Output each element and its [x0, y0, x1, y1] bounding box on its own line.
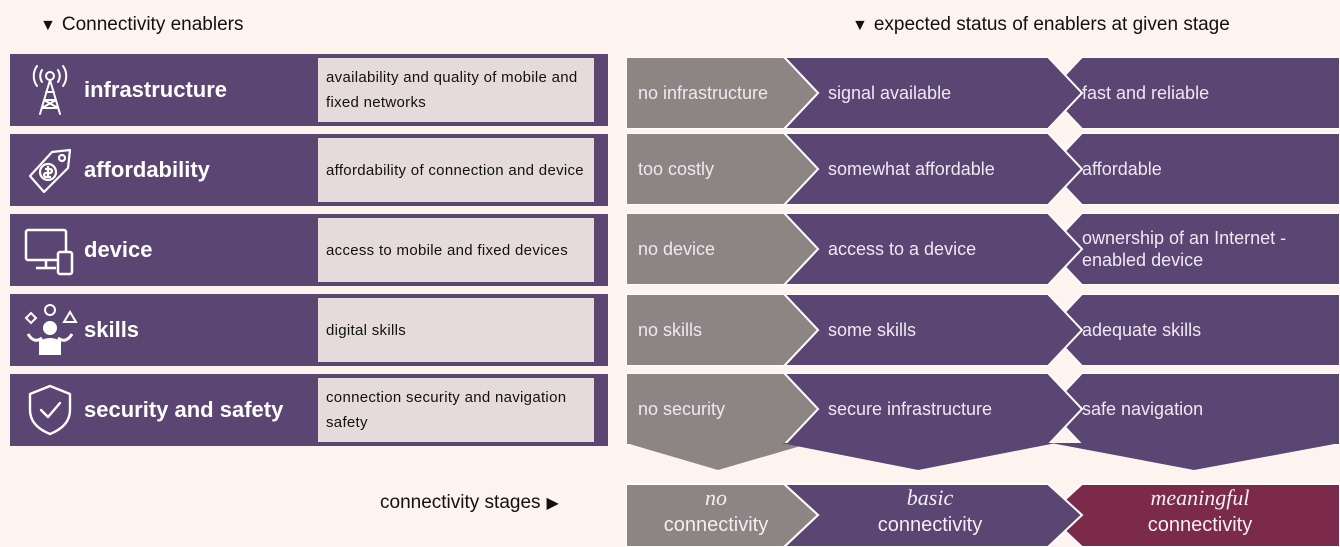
- enablers-header: ▼ Connectivity enablers: [40, 14, 244, 36]
- enabler-row-security: security and safety connection security …: [10, 374, 608, 446]
- chevron-stage-1: [626, 483, 820, 547]
- stages-label: connectivity stages▶: [380, 492, 559, 513]
- antenna-tower-icon: [22, 62, 78, 118]
- status-row-affordability: too costly somewhat affordable affordabl…: [626, 133, 1340, 205]
- person-juggling-icon: [22, 302, 78, 358]
- status-stage-1: no security: [638, 399, 726, 419]
- monitor-phone-icon: [22, 222, 78, 278]
- enabler-name: skills: [84, 317, 140, 342]
- enabler-description: access to mobile and fixed devices: [318, 218, 594, 282]
- funnel-stage-3: [1051, 443, 1340, 470]
- status-chevrons: [626, 133, 1340, 205]
- status-stage-3: safe navigation: [1082, 399, 1204, 419]
- enabler-row-infrastructure: infrastructure availability and quality …: [10, 54, 608, 126]
- status-stage-3: affordable: [1082, 159, 1162, 179]
- enabler-name: device: [84, 237, 153, 262]
- status-stage-2: some skills: [828, 320, 917, 340]
- status-chevrons: [626, 373, 1340, 445]
- status-chevrons: [626, 294, 1340, 366]
- status-stage-1: no skills: [638, 320, 703, 340]
- status-stage-1: no device: [638, 239, 716, 259]
- stage-no-connectivity: no connectivity: [663, 485, 769, 536]
- status-stage-3: fast and reliable: [1082, 83, 1210, 103]
- enabler-description: connection security and navigation safet…: [318, 378, 594, 442]
- status-stage-2: access to a device: [828, 239, 977, 259]
- triangle-right-icon: ▶: [546, 495, 559, 512]
- status-header: ▼ expected status of enablers at given st…: [852, 14, 1230, 36]
- enabler-name: security and safety: [84, 397, 284, 422]
- stage-basic-connectivity: basic connectivity: [877, 485, 983, 536]
- enablers-header-text: Connectivity enablers: [61, 14, 244, 35]
- status-stage-2: signal available: [828, 83, 952, 103]
- status-stage-3: ownership of an Internet -enabled device: [1082, 228, 1287, 270]
- status-chevrons: [626, 213, 1340, 285]
- status-stage-3: adequate skills: [1082, 320, 1202, 340]
- triangle-down-icon: ▼: [40, 17, 56, 34]
- triangle-down-icon: ▼: [852, 17, 868, 34]
- status-chevrons: [626, 57, 1340, 129]
- status-row-security: no security secure infrastructure safe n…: [626, 373, 1340, 445]
- stage-diagram: [626, 443, 1340, 547]
- enabler-name: infrastructure: [84, 77, 228, 102]
- price-tag-icon: [22, 142, 78, 198]
- funnel-stage-2: [781, 443, 1056, 470]
- stage-meaningful-connectivity: meaningful connectivity: [1147, 485, 1253, 536]
- status-stage-1: too costly: [638, 159, 715, 179]
- status-stage-2: somewhat affordable: [828, 159, 995, 179]
- enabler-description: digital skills: [318, 298, 594, 362]
- status-header-text: expected status of enablers at given sta…: [873, 14, 1230, 35]
- enabler-row-device: device access to mobile and fixed device…: [10, 214, 608, 286]
- status-row-skills: no skills some skills adequate skills: [626, 294, 1340, 366]
- enabler-row-affordability: affordability affordability of connectio…: [10, 134, 608, 206]
- status-stage-1: no infrastructure: [638, 83, 769, 103]
- status-row-device: no device access to a device ownership o…: [626, 213, 1340, 285]
- shield-check-icon: [22, 382, 78, 438]
- funnel-stage-1: [626, 443, 811, 470]
- status-row-infrastructure: no infrastructure signal available fast …: [626, 57, 1340, 129]
- enabler-name: affordability: [84, 157, 210, 182]
- enabler-description: affordability of connection and device: [318, 138, 594, 202]
- enabler-row-skills: skills digital skills: [10, 294, 608, 366]
- status-stage-2: secure infrastructure: [828, 399, 993, 419]
- enabler-description: availability and quality of mobile and f…: [318, 58, 594, 122]
